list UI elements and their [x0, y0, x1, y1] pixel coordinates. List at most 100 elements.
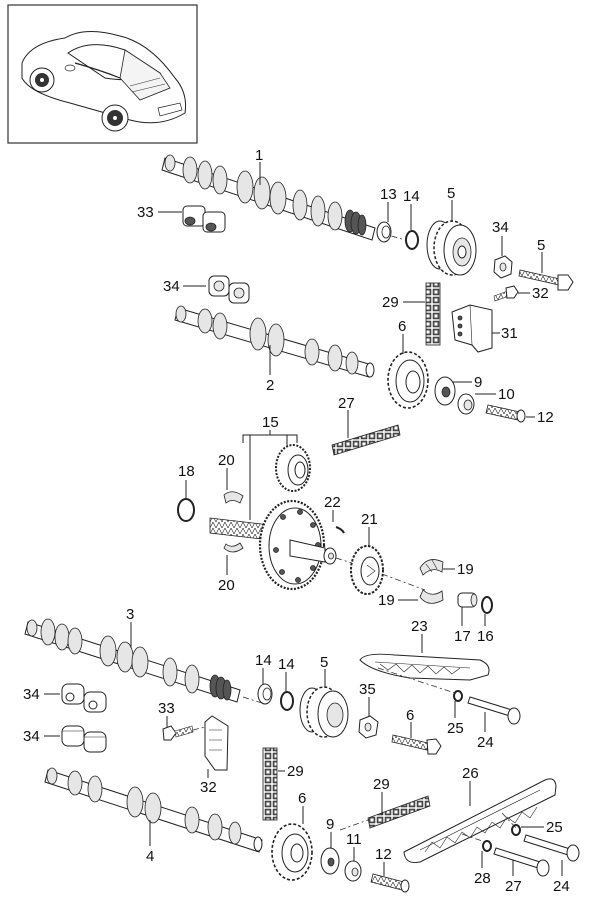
callout-13-bottom: 14	[255, 652, 272, 669]
bearing-shell-20-upper[interactable]	[223, 491, 244, 504]
tappet-34-top[interactable]	[208, 275, 250, 304]
chain-29-top[interactable]	[425, 282, 441, 346]
callout-21: 21	[361, 511, 378, 528]
callout-6-bottom: 6	[406, 707, 414, 724]
tappet-33-bottom[interactable]	[61, 683, 107, 713]
o-ring-14-top[interactable]	[405, 230, 419, 250]
callout-26: 26	[462, 765, 479, 782]
callout-32-bottom: 33	[158, 700, 175, 717]
car-icon	[21, 31, 186, 132]
sprocket-21[interactable]	[350, 545, 384, 595]
callout-29-mid: 29	[287, 763, 304, 780]
callout-19-lower: 19	[378, 592, 395, 609]
car-thumbnail	[7, 4, 198, 144]
callout-2: 2	[266, 377, 274, 394]
seal-18[interactable]	[177, 498, 195, 522]
callout-32-top: 32	[532, 285, 549, 302]
screw-32-bottom[interactable]	[162, 725, 206, 741]
chain-29-bottom[interactable]	[367, 795, 431, 829]
o-ring-14-bottom[interactable]	[280, 691, 294, 711]
callout-19-upper: 19	[457, 561, 474, 578]
washer-9-bottom[interactable]	[320, 847, 340, 875]
camshaft-adjuster-5-top[interactable]	[426, 220, 477, 276]
callout-14-top: 14	[403, 188, 420, 205]
callout-27-chain: 27	[338, 395, 355, 412]
bearing-shell-19-lower[interactable]	[419, 589, 444, 604]
callout-4: 4	[146, 848, 154, 865]
callout-8: 6	[298, 790, 306, 807]
callout-33-bottom: 34	[23, 686, 40, 703]
washer-28[interactable]	[482, 840, 492, 852]
camshaft-3[interactable]	[24, 618, 263, 704]
tappet-33-top[interactable]	[182, 205, 226, 233]
bearing-shell-19-upper[interactable]	[419, 559, 444, 576]
callout-11: 11	[346, 831, 362, 848]
chain-27[interactable]	[331, 424, 401, 456]
sprocket-8[interactable]	[271, 823, 313, 881]
tensioning-rail-23[interactable]	[359, 653, 490, 681]
nut-11[interactable]	[344, 860, 362, 882]
callour-25-bottom: 25	[546, 819, 563, 836]
callout-6-top: 5	[537, 237, 545, 254]
camshaft-2[interactable]	[174, 305, 375, 378]
pin-27[interactable]	[493, 847, 550, 877]
callout-31: 32	[200, 779, 217, 796]
chain-guide-31[interactable]	[204, 715, 229, 771]
callout-30: 31	[501, 325, 518, 342]
callout-29-top: 29	[382, 294, 399, 311]
camshaft-4[interactable]	[44, 767, 263, 853]
washer-25-top[interactable]	[453, 690, 463, 702]
callout-9-top: 9	[474, 374, 482, 391]
seal-13-top[interactable]	[376, 221, 392, 243]
sprocket-7[interactable]	[387, 351, 429, 409]
central-bolt-6-bottom[interactable]	[391, 734, 442, 755]
intermediate-shaft[interactable]	[209, 499, 356, 591]
callout-17: 17	[454, 628, 471, 645]
central-bolt-6-top[interactable]	[518, 269, 574, 291]
callout-1: 1	[255, 147, 263, 164]
callout-35-top: 34	[492, 219, 509, 236]
callout-34-top: 34	[163, 278, 180, 295]
callout-5-bottom: 5	[320, 654, 328, 671]
callout-12-bottom: 12	[375, 846, 392, 863]
small-gear-15[interactable]	[275, 444, 311, 492]
callout-16: 16	[477, 628, 494, 645]
pin-24-bottom[interactable]	[523, 834, 580, 862]
chain-29-mid[interactable]	[262, 747, 278, 821]
washer-9-top[interactable]	[434, 376, 456, 406]
callout-7: 6	[398, 318, 406, 335]
callout-24-bottom: 24	[553, 878, 570, 895]
callout-33-top: 33	[137, 204, 154, 221]
callout-22: 22	[324, 494, 341, 511]
callout-27-pin: 27	[505, 878, 522, 895]
o-ring-16[interactable]	[481, 596, 493, 614]
callout-3: 3	[126, 606, 134, 623]
screw-32-top[interactable]	[493, 285, 519, 302]
guide-rail-26[interactable]	[403, 778, 557, 863]
callout-24-top: 24	[477, 734, 494, 751]
callout-35-bottom: 35	[359, 681, 376, 698]
callout-5-top: 5	[447, 185, 455, 202]
bolt-12-top[interactable]	[485, 404, 526, 423]
key-22[interactable]	[335, 526, 345, 534]
nut-35-top[interactable]	[493, 255, 513, 279]
sleeve-17[interactable]	[457, 592, 478, 608]
bearing-shell-20-lower[interactable]	[223, 542, 244, 553]
bolt-12-bottom[interactable]	[370, 873, 410, 893]
washer-25-bottom[interactable]	[511, 824, 521, 836]
chain-guide-30[interactable]	[451, 304, 493, 353]
callout-25-top: 25	[447, 720, 464, 737]
camshaft-adjuster-5-bottom[interactable]	[299, 686, 349, 738]
nut-10[interactable]	[457, 393, 475, 415]
nut-35-bottom[interactable]	[358, 715, 379, 739]
callout-20-lower: 20	[218, 577, 235, 594]
callout-34-bottom: 34	[23, 728, 40, 745]
seal-13-bottom[interactable]	[257, 683, 273, 705]
callout-28: 28	[474, 870, 491, 887]
callout-9-bottom: 9	[326, 816, 334, 833]
pin-24-top[interactable]	[467, 696, 521, 725]
tappet-34-bottom[interactable]	[61, 725, 107, 753]
camshaft-1[interactable]	[161, 154, 406, 241]
callout-20-upper: 20	[218, 452, 235, 469]
